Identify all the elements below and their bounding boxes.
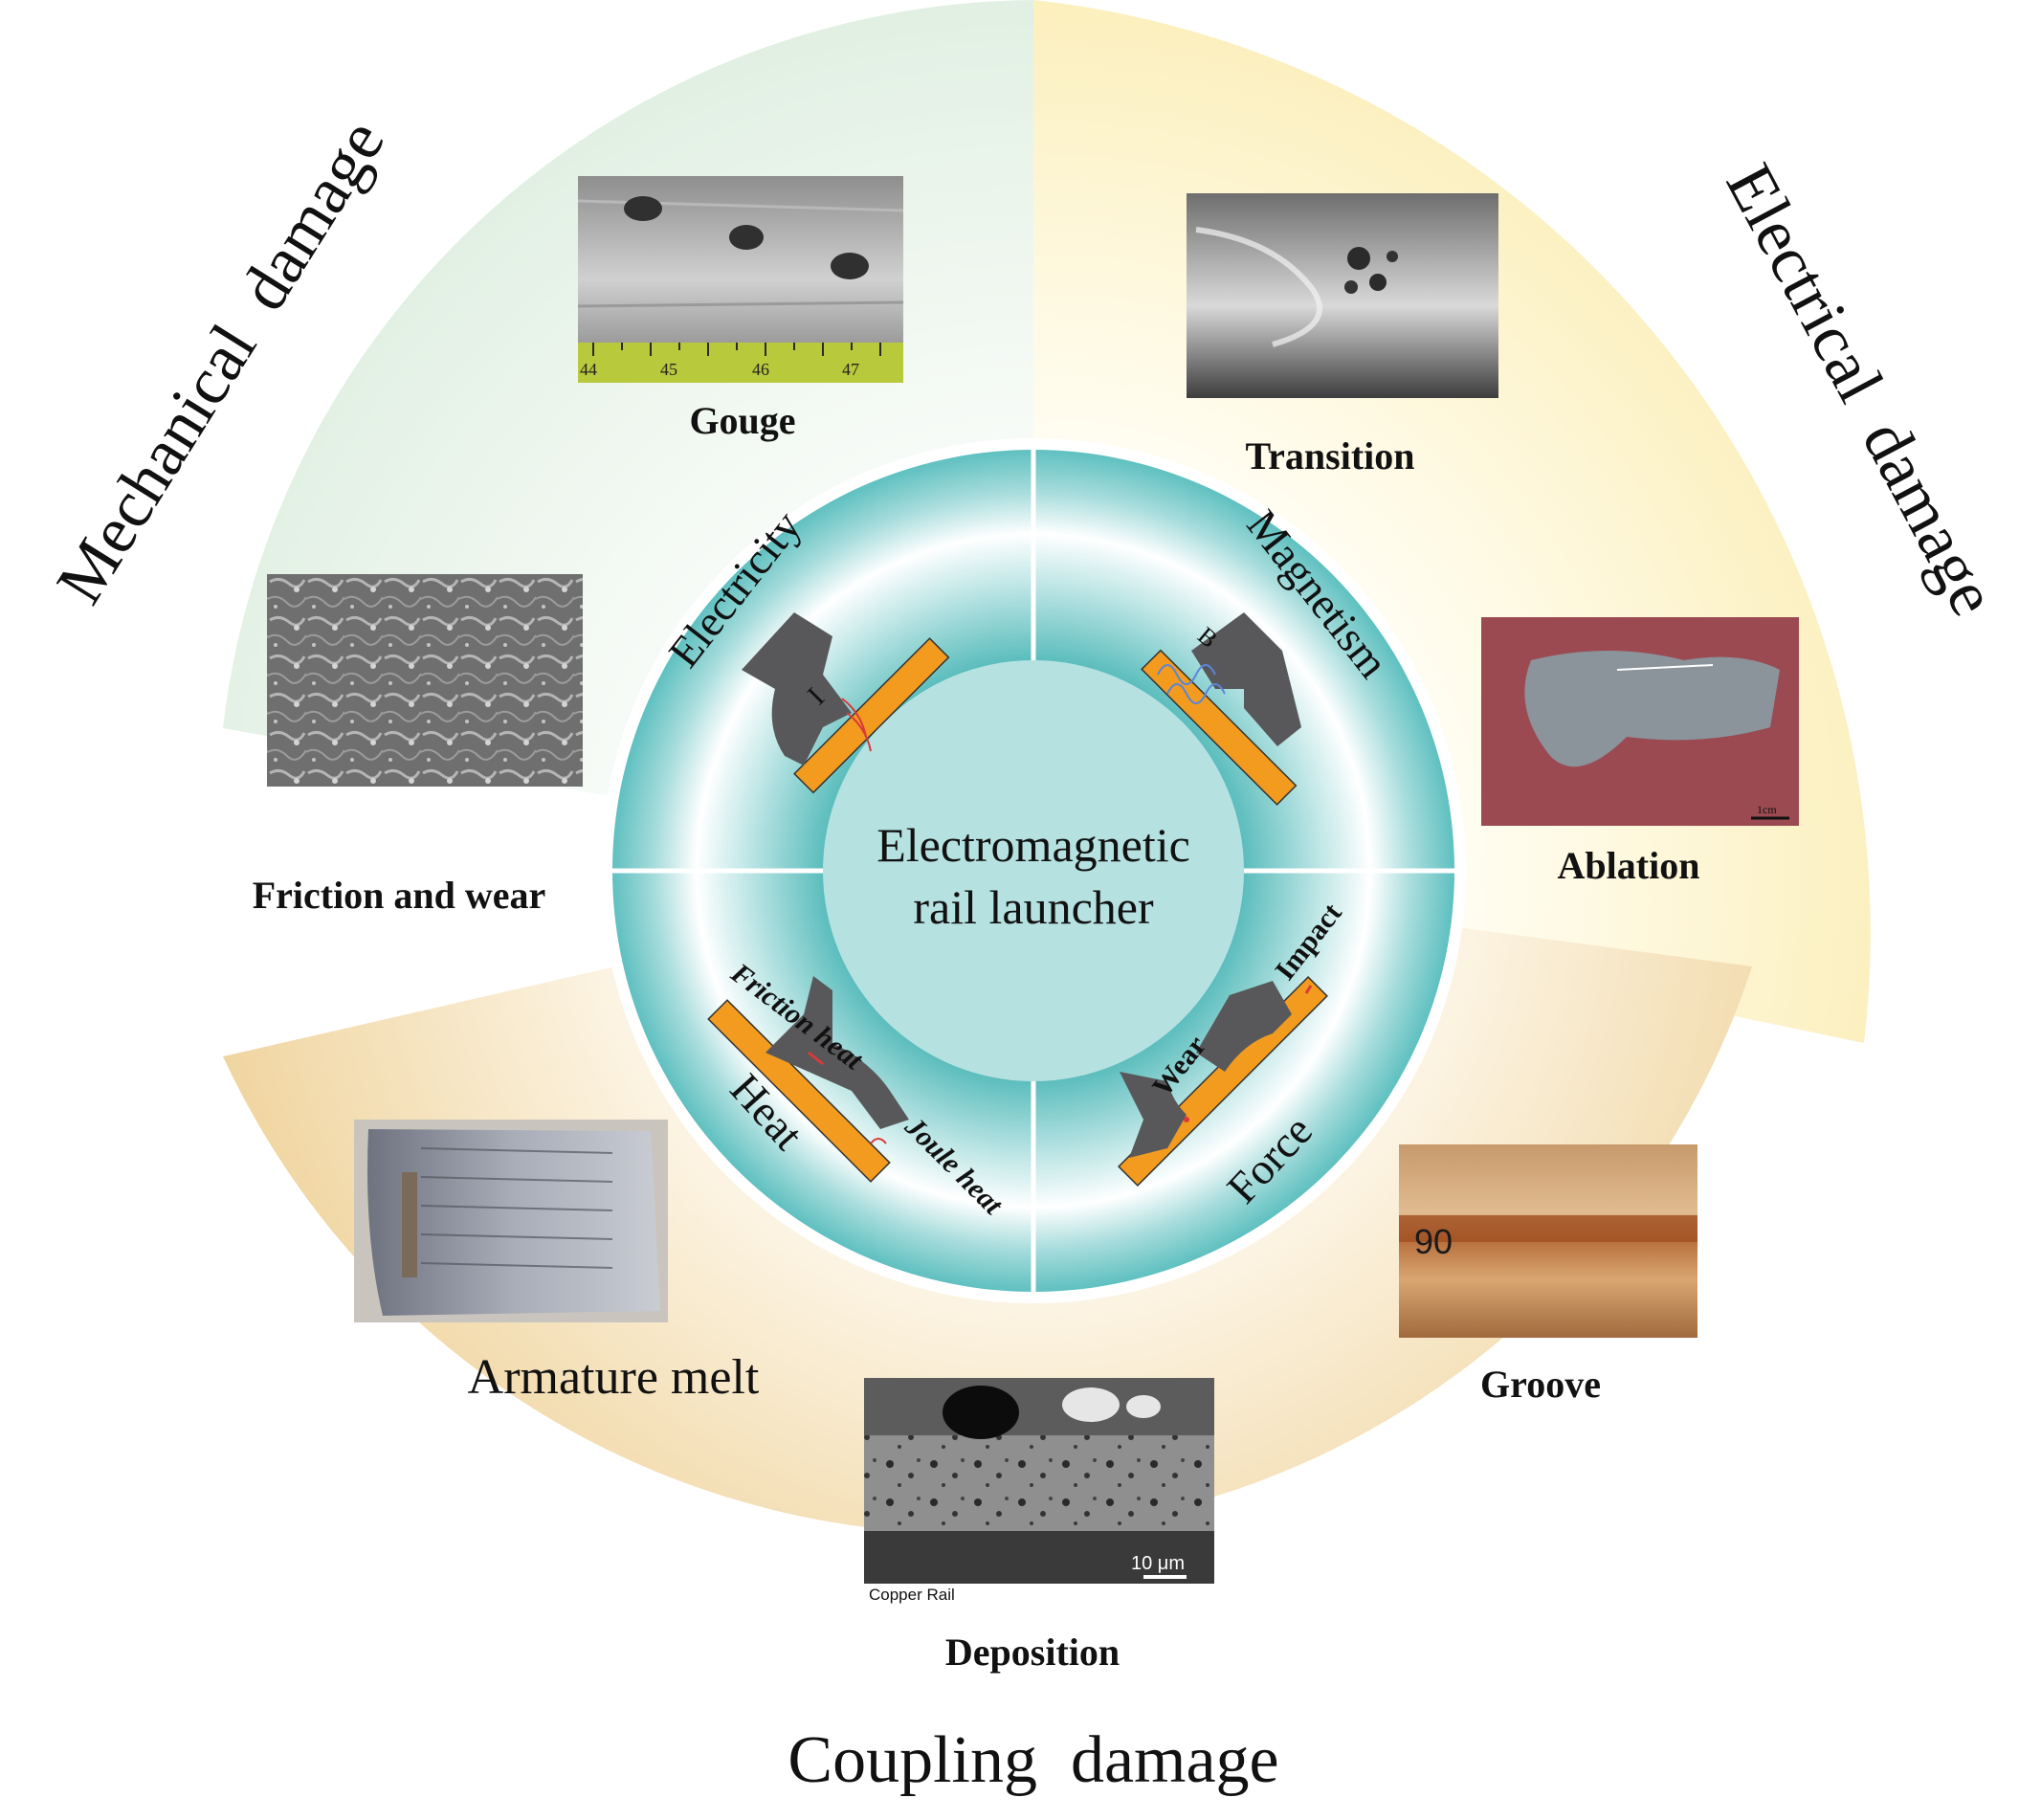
- armature-melt-photo: [354, 1120, 668, 1322]
- groove-photo: 90: [1399, 1144, 1697, 1338]
- groove-caption: Groove: [1480, 1363, 1601, 1406]
- ruler-tick-label: 45: [660, 360, 677, 379]
- ruler-tick-label: 46: [752, 360, 769, 379]
- deposition-photo: 10 μm Copper Rail: [864, 1378, 1214, 1604]
- coupling-damage-title: Coupling damage: [788, 1723, 1278, 1797]
- ruler-tick-label: 44: [580, 360, 597, 379]
- friction-wear-photo: [267, 574, 583, 787]
- ablation-caption: Ablation: [1558, 844, 1700, 887]
- gouge-photo: 44 45 46 47: [577, 176, 904, 383]
- copper-rail-label: Copper Rail: [869, 1586, 955, 1604]
- force-illustration: [1118, 976, 1328, 1187]
- deposition-scale-label: 10 μm: [1131, 1553, 1185, 1574]
- ruler: [578, 343, 903, 383]
- center-title-line2: rail launcher: [913, 880, 1154, 934]
- transition-caption: Transition: [1245, 434, 1414, 477]
- ruler-tick-label: 47: [842, 360, 859, 379]
- center-core: [823, 660, 1244, 1081]
- transition-photo: [1187, 193, 1498, 398]
- gouge-caption: Gouge: [689, 399, 795, 442]
- armature-melt-caption: Armature melt: [468, 1350, 760, 1405]
- ablation-photo: 1cm: [1481, 617, 1799, 826]
- center-title-line1: Electromagnetic: [876, 818, 1190, 872]
- ablation-scale-label: 1cm: [1757, 803, 1777, 816]
- deposition-caption: Deposition: [945, 1631, 1120, 1674]
- heat-illustration: [707, 976, 909, 1183]
- groove-mark: 90: [1414, 1222, 1453, 1261]
- electricity-illustration: I: [742, 612, 950, 794]
- magnetism-illustration: B: [1141, 612, 1301, 806]
- friction-wear-caption: Friction and wear: [253, 874, 546, 917]
